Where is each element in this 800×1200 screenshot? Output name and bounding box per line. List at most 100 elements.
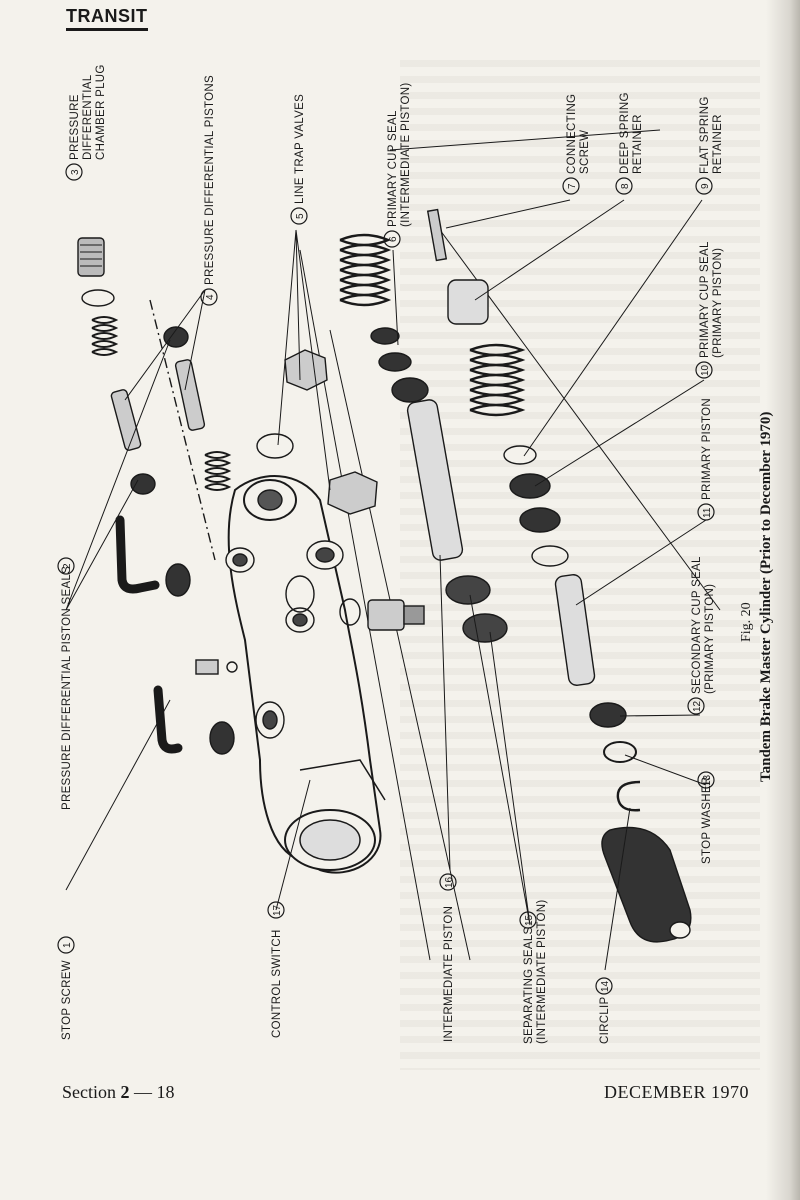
svg-text:5: 5 <box>295 213 306 219</box>
svg-text:16: 16 <box>444 876 455 888</box>
svg-text:13: 13 <box>702 774 713 786</box>
svg-text:(PRIMARY PISTON): (PRIMARY PISTON) <box>704 584 716 694</box>
diff-washer <box>81 289 115 307</box>
primary-cup-seal-2 <box>519 507 561 533</box>
svg-text:PRIMARY PISTON: PRIMARY PISTON <box>701 398 713 500</box>
svg-text:CIRCLIP: CIRCLIP <box>599 996 611 1044</box>
callout-15: SEPARATING SEALS (INTERMEDIATE PISTON) 1… <box>519 899 548 1044</box>
callout-labels: STOP SCREW 1 PRESSURE DIFFERENTIAL PISTO… <box>57 64 724 1044</box>
svg-text:RETAINER: RETAINER <box>712 114 724 174</box>
diff-spring-upper <box>91 316 119 356</box>
callout-4: 4 PRESSURE DIFFERENTIAL PISTONS <box>200 75 218 306</box>
section-footer: Section 2 — 18 <box>62 1082 175 1102</box>
pipe-seal-upper <box>165 563 191 597</box>
svg-text:PRESSURE DIFFERENTIAL PISTONS: PRESSURE DIFFERENTIAL PISTONS <box>204 75 216 285</box>
svg-text:CONNECTING: CONNECTING <box>566 94 578 174</box>
show-through-text <box>400 60 760 1070</box>
svg-text:(PRIMARY PISTON): (PRIMARY PISTON) <box>712 248 724 358</box>
control-switch <box>339 598 425 631</box>
intermediate-seal-1 <box>370 327 400 345</box>
elbow-pipe-lower <box>153 685 183 754</box>
svg-text:12: 12 <box>692 700 703 712</box>
callout-8: 8 DEEP SPRING RETAINER <box>615 92 644 195</box>
svg-text:STOP WASHER: STOP WASHER <box>701 777 713 864</box>
deep-spring-retainer <box>447 279 489 325</box>
callout-13: STOP WASHER 13 <box>697 771 715 864</box>
line-trap-washer <box>256 433 294 459</box>
dust-boot <box>601 826 692 943</box>
secondary-cup-seal <box>589 702 627 728</box>
svg-text:3: 3 <box>70 169 81 175</box>
page-edge-shadow <box>766 0 800 1200</box>
elbow-pipe-upper <box>115 515 160 594</box>
svg-text:7: 7 <box>567 183 578 189</box>
line-trap-nut-upper <box>284 349 328 391</box>
pipe-seal-lower <box>209 721 235 755</box>
svg-text:Tandem Brake Master Cylinder (: Tandem Brake Master Cylinder (Prior to D… <box>758 412 774 782</box>
svg-text:4: 4 <box>205 294 216 300</box>
svg-text:SECONDARY CUP SEAL: SECONDARY CUP SEAL <box>691 556 703 694</box>
callout-17: CONTROL SWITCH 17 <box>267 901 285 1038</box>
callout-12: 12 SECONDARY CUP SEAL (PRIMARY PISTON) <box>687 556 716 715</box>
svg-text:FLAT SPRING: FLAT SPRING <box>699 96 711 174</box>
callout-14: CIRCLIP 14 <box>595 977 613 1044</box>
primary-cup-seal <box>509 473 551 499</box>
stop-washer <box>603 741 637 763</box>
svg-text:10: 10 <box>700 364 711 376</box>
cylinder-body <box>225 475 386 874</box>
callout-1: STOP SCREW 1 <box>57 936 75 1040</box>
diff-seal-upper <box>163 326 189 348</box>
svg-text:PRIMARY CUP SEAL: PRIMARY CUP SEAL <box>387 110 399 227</box>
svg-text:PRESSURE DIFFERENTIAL PISTON S: PRESSURE DIFFERENTIAL PISTON SEALS <box>61 566 73 810</box>
intermediate-seal-3 <box>391 377 429 403</box>
svg-text:DEEP SPRING: DEEP SPRING <box>619 92 631 174</box>
svg-text:RETAINER: RETAINER <box>632 114 644 174</box>
svg-text:14: 14 <box>600 980 611 992</box>
svg-text:CONTROL SWITCH: CONTROL SWITCH <box>271 929 283 1038</box>
callout-2: PRESSURE DIFFERENTIAL PISTON SEALS 2 <box>57 557 75 810</box>
figure-caption: Tandem Brake Master Cylinder (Prior to D… <box>758 412 774 782</box>
callout-11: 11 PRIMARY PISTON <box>697 398 715 521</box>
flat-spring-retainer <box>503 445 537 465</box>
svg-text:LINE TRAP VALVES: LINE TRAP VALVES <box>294 94 306 204</box>
callout-16: INTERMEDIATE PISTON 16 <box>439 873 457 1042</box>
primary-piston <box>554 574 596 686</box>
svg-text:PRIMARY CUP SEAL: PRIMARY CUP SEAL <box>699 241 711 358</box>
svg-text:(INTERMEDIATE PISTON): (INTERMEDIATE PISTON) <box>536 899 548 1044</box>
circlip <box>616 780 641 812</box>
callout-9: 9 FLAT SPRING RETAINER <box>695 96 724 195</box>
diff-seal-lower <box>130 473 156 495</box>
svg-text:STOP SCREW: STOP SCREW <box>61 960 73 1040</box>
svg-text:DIFFERENTIAL: DIFFERENTIAL <box>82 74 94 160</box>
centre-line <box>149 299 216 561</box>
diff-spring-lower <box>204 451 232 491</box>
svg-text:11: 11 <box>702 507 713 518</box>
figure-number: Fig. 20 <box>739 602 754 642</box>
intermediate-spring <box>339 233 392 307</box>
svg-text:15: 15 <box>524 914 535 926</box>
svg-text:(INTERMEDIATE PISTON): (INTERMEDIATE PISTON) <box>400 82 412 227</box>
primary-washer <box>531 545 569 567</box>
svg-text:Fig. 20: Fig. 20 <box>739 602 754 642</box>
intermediate-piston <box>406 399 464 561</box>
switch-seal <box>285 575 315 613</box>
svg-text:6: 6 <box>388 236 399 242</box>
svg-text:INTERMEDIATE PISTON: INTERMEDIATE PISTON <box>443 906 455 1042</box>
svg-text:SEPARATING SEALS: SEPARATING SEALS <box>523 926 535 1044</box>
diff-piston-right <box>174 359 206 431</box>
svg-text:8: 8 <box>620 183 631 189</box>
callout-6: 6 PRIMARY CUP SEAL (INTERMEDIATE PISTON) <box>383 82 412 248</box>
svg-text:2: 2 <box>62 563 73 569</box>
callout-7: 7 CONNECTING SCREW <box>562 94 591 195</box>
svg-text:1: 1 <box>62 942 73 948</box>
callout-5: 5 LINE TRAP VALVES <box>290 94 308 225</box>
svg-text:9: 9 <box>700 183 711 189</box>
separating-seal-1 <box>445 575 491 605</box>
running-header: TRANSIT <box>66 6 148 31</box>
connecting-screw <box>426 208 448 262</box>
svg-text:PRESSURE: PRESSURE <box>69 94 81 160</box>
primary-spring <box>469 343 526 417</box>
callout-10: 10 PRIMARY CUP SEAL (PRIMARY PISTON) <box>695 241 724 379</box>
svg-text:17: 17 <box>272 904 283 916</box>
